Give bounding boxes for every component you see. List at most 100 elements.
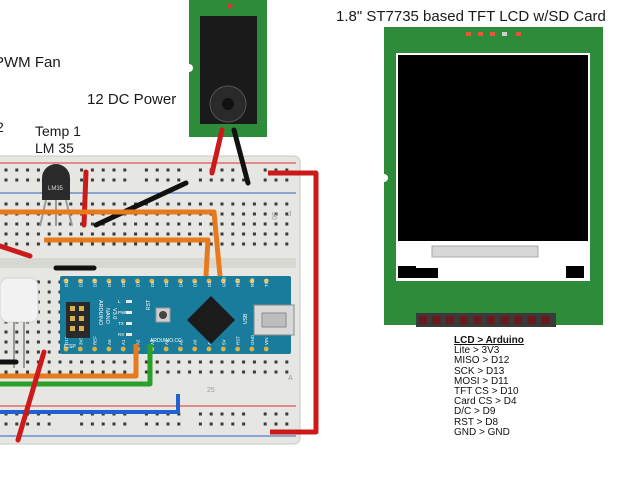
nano-pin: [235, 346, 241, 352]
nano-pin-label: D12: [64, 278, 69, 287]
wire-orange-bottom: [0, 344, 139, 379]
nano-pin-label: VIN: [264, 337, 269, 345]
lcd-smd-components: [466, 32, 521, 36]
terminal-hole: [36, 222, 40, 226]
status-led: [126, 311, 132, 314]
terminal-hole: [134, 222, 138, 226]
terminal-hole: [123, 202, 127, 206]
terminal-hole: [47, 370, 51, 374]
terminal-hole: [252, 360, 256, 364]
terminal-hole: [263, 212, 267, 216]
nano-pin-label: D13: [64, 336, 69, 345]
terminal-hole: [188, 232, 192, 236]
nano-pin: [192, 278, 198, 284]
terminal-hole: [155, 370, 159, 374]
terminal-hole: [274, 222, 278, 226]
terminal-hole: [144, 360, 148, 364]
nano-pin-label: D2: [207, 281, 212, 287]
nano-pin-label: D8: [121, 281, 126, 287]
icsp-pin: [70, 326, 75, 331]
terminal-hole: [58, 222, 62, 226]
terminal-hole: [274, 212, 278, 216]
rail-hole: [274, 412, 278, 416]
rail-hole: [36, 422, 40, 426]
terminal-hole: [166, 242, 170, 246]
pin-mapping-row: GND > GND: [454, 426, 510, 438]
terminal-hole: [47, 340, 51, 344]
lcd-header-pin: [541, 316, 550, 324]
terminal-hole: [144, 232, 148, 236]
terminal-hole: [112, 232, 116, 236]
rail-hole: [166, 168, 170, 172]
rail-hole: [90, 422, 94, 426]
status-led: [126, 322, 132, 325]
terminal-hole: [198, 242, 202, 246]
wire-black-diagonal: [93, 180, 189, 228]
terminal-hole: [242, 370, 246, 374]
wires: [0, 127, 319, 443]
rail-hole: [263, 412, 267, 416]
icsp-pins: [70, 306, 84, 331]
terminal-hole: [4, 350, 8, 354]
rail-hole: [166, 178, 170, 182]
pin-mapping-row: Lite > 3V3: [454, 345, 500, 357]
rail-hole: [101, 168, 105, 172]
nano-pin-label: A2: [136, 339, 141, 345]
rail-hole: [177, 168, 181, 172]
rail-hole: [198, 412, 202, 416]
terminal-hole: [36, 280, 40, 284]
wire-red-left-diagonal: [0, 243, 33, 259]
rail-hole: [90, 168, 94, 172]
terminal-hole: [263, 202, 267, 206]
terminal-hole: [166, 202, 170, 206]
terminal-hole: [36, 350, 40, 354]
terminal-hole: [101, 232, 105, 236]
rail-hole: [198, 422, 202, 426]
pin-mapping-row: MISO > D12: [454, 355, 510, 367]
terminal-hole: [155, 360, 159, 364]
pin-mapping-row: RST > D8: [454, 416, 498, 428]
terminal-hole: [231, 202, 235, 206]
terminal-hole: [15, 232, 19, 236]
rail-hole: [90, 178, 94, 182]
terminal-hole: [47, 290, 51, 294]
terminal-hole: [4, 242, 8, 246]
nano-pin-label: D7: [136, 281, 141, 287]
rail-hole: [263, 168, 267, 172]
lcd-clip-right: [566, 266, 584, 278]
terminal-hole: [198, 222, 202, 226]
rail-hole: [263, 178, 267, 182]
status-led-label: TX: [118, 321, 124, 326]
usb-label: USB: [243, 313, 249, 324]
terminal-hole: [36, 242, 40, 246]
rail-hole: [177, 178, 181, 182]
lcd-screen: [398, 55, 588, 241]
terminal-hole: [177, 242, 181, 246]
tft-lcd-module: [380, 27, 603, 327]
rail-hole: [209, 422, 213, 426]
rail-hole: [220, 168, 224, 172]
terminal-hole: [36, 232, 40, 236]
terminal-hole: [198, 202, 202, 206]
terminal-hole: [15, 350, 19, 354]
nano-name-line1: ARDUINO: [97, 300, 103, 326]
rail-hole: [144, 168, 148, 172]
terminal-hole: [47, 310, 51, 314]
rail-hole: [166, 422, 170, 426]
terminal-hole: [26, 360, 30, 364]
lcd-header-pin: [500, 316, 509, 324]
terminal-hole: [263, 222, 267, 226]
nano-name-line3: V3.0: [111, 308, 117, 319]
terminal-hole: [47, 350, 51, 354]
wire-rail-red-right: [268, 170, 319, 435]
terminal-hole: [26, 350, 30, 354]
nano-pin-label: 5V: [221, 339, 226, 345]
terminal-hole: [69, 360, 73, 364]
terminal-hole: [134, 242, 138, 246]
rail-hole: [242, 412, 246, 416]
terminal-hole: [36, 330, 40, 334]
pin-mapping-row: SCK > D13: [454, 365, 505, 377]
reset-button[interactable]: [159, 311, 167, 319]
terminal-hole: [177, 202, 181, 206]
terminal-hole: [263, 232, 267, 236]
